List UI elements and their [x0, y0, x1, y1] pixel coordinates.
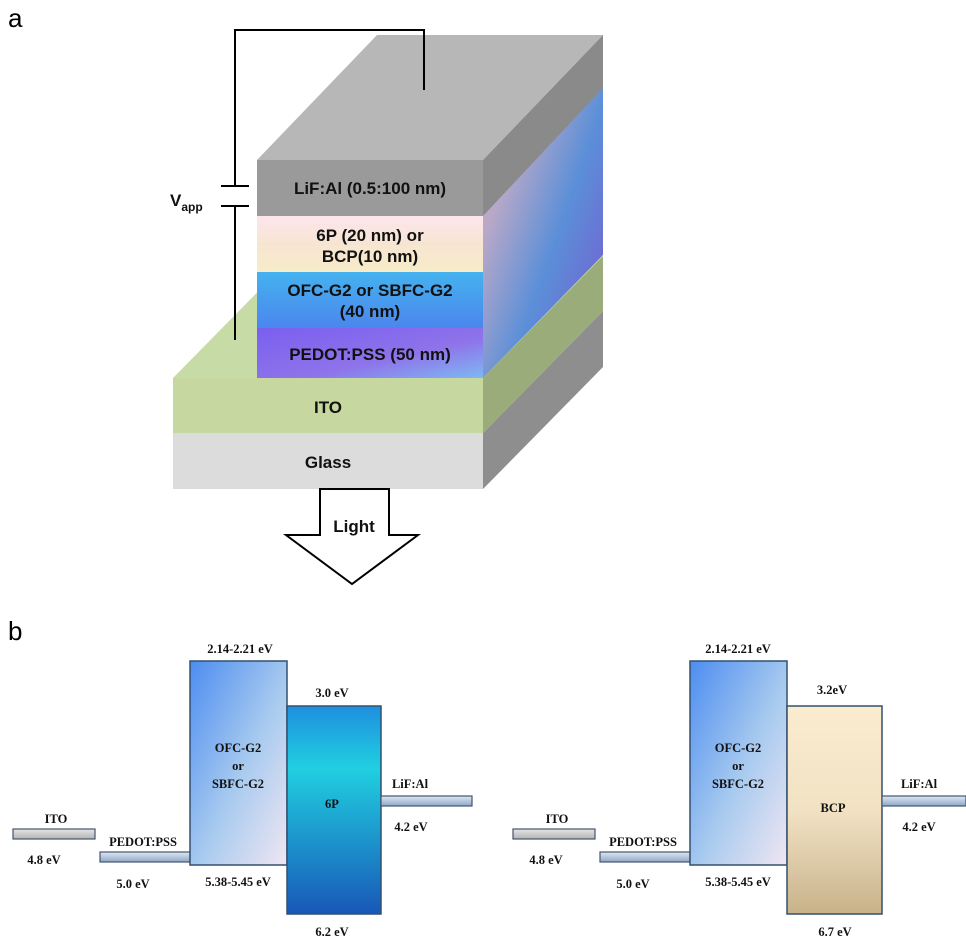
host-name-line1: OFC-G2 [715, 741, 762, 755]
pedot-level-bar [99, 851, 191, 863]
etl-label-line2: BCP(10 nm) [322, 247, 418, 266]
etl-block [786, 705, 883, 915]
hil-label: PEDOT:PSS (50 nm) [289, 345, 451, 364]
pedot-level-bar [599, 851, 691, 863]
host-lumo: 2.14-2.21 eV [705, 642, 771, 656]
ito-level-bar [512, 828, 596, 840]
voltage-label: Vapp [170, 191, 203, 214]
energy-diagram-6p: ITO 4.8 eV PEDOT:PSS 5.0 eV 2.14-2.21 eV… [12, 642, 473, 939]
host-block [189, 660, 288, 866]
ito-label: ITO [45, 812, 68, 826]
circuit-wire [221, 29, 425, 340]
ito-level: 4.8 eV [27, 853, 60, 867]
hil-layer [257, 328, 483, 378]
light-label: Light [333, 517, 375, 536]
glass-side-face [483, 311, 603, 489]
cathode-side-face [483, 35, 603, 216]
cathode-level-bar [380, 795, 473, 807]
etl-lumo: 3.0 eV [315, 686, 348, 700]
cathode-level-bar [881, 795, 966, 807]
pedot-label: PEDOT:PSS [109, 835, 177, 849]
panel-label-a: a [8, 3, 23, 33]
eml-layer [257, 272, 483, 328]
cathode-label: LiF:Al [392, 777, 429, 791]
ito-label: ITO [546, 812, 569, 826]
cathode-top-face [257, 35, 603, 160]
glass-layer [173, 433, 483, 489]
cathode-level: 4.2 eV [902, 820, 935, 834]
etl-name: BCP [821, 801, 846, 815]
pedot-label: PEDOT:PSS [609, 835, 677, 849]
cathode-layer [257, 160, 483, 216]
host-name-line3: SBFC-G2 [212, 777, 264, 791]
etl-layer [257, 216, 483, 272]
cathode-level: 4.2 eV [394, 820, 427, 834]
etl-homo: 6.2 eV [315, 925, 348, 939]
substrate-label: Glass [305, 453, 351, 472]
energy-diagram-bcp: ITO 4.8 eV PEDOT:PSS 5.0 eV 2.14-2.21 eV… [512, 642, 966, 939]
etl-homo: 6.7 eV [818, 925, 851, 939]
host-homo: 5.38-5.45 eV [205, 875, 271, 889]
etl-block [286, 705, 382, 915]
pedot-level: 5.0 eV [616, 877, 649, 891]
ito-layer [173, 378, 483, 433]
etl-name: 6P [325, 797, 339, 811]
host-name-line2: or [732, 759, 744, 773]
device-stack: LiF:Al (0.5:100 nm) 6P (20 nm) or BCP(10… [173, 35, 603, 489]
cathode-label: LiF:Al [901, 777, 938, 791]
host-homo: 5.38-5.45 eV [705, 875, 771, 889]
host-lumo: 2.14-2.21 eV [207, 642, 273, 656]
host-name-line2: or [232, 759, 244, 773]
ito-side-face [483, 256, 603, 433]
cathode-label: LiF:Al (0.5:100 nm) [294, 179, 446, 198]
etl-label-line1: 6P (20 nm) or [316, 226, 424, 245]
host-name-line1: OFC-G2 [215, 741, 262, 755]
eml-label-line2: (40 nm) [340, 302, 400, 321]
pedot-level: 5.0 eV [116, 877, 149, 891]
ito-level: 4.8 eV [529, 853, 562, 867]
host-name-line3: SBFC-G2 [712, 777, 764, 791]
eml-label-line1: OFC-G2 or SBFC-G2 [287, 281, 452, 300]
panel-label-b: b [8, 616, 22, 646]
stack-side-face [483, 35, 603, 378]
anode-label: ITO [314, 398, 342, 417]
etl-lumo: 3.2eV [817, 683, 847, 697]
light-arrow [282, 488, 422, 586]
ito-level-bar [12, 828, 96, 840]
